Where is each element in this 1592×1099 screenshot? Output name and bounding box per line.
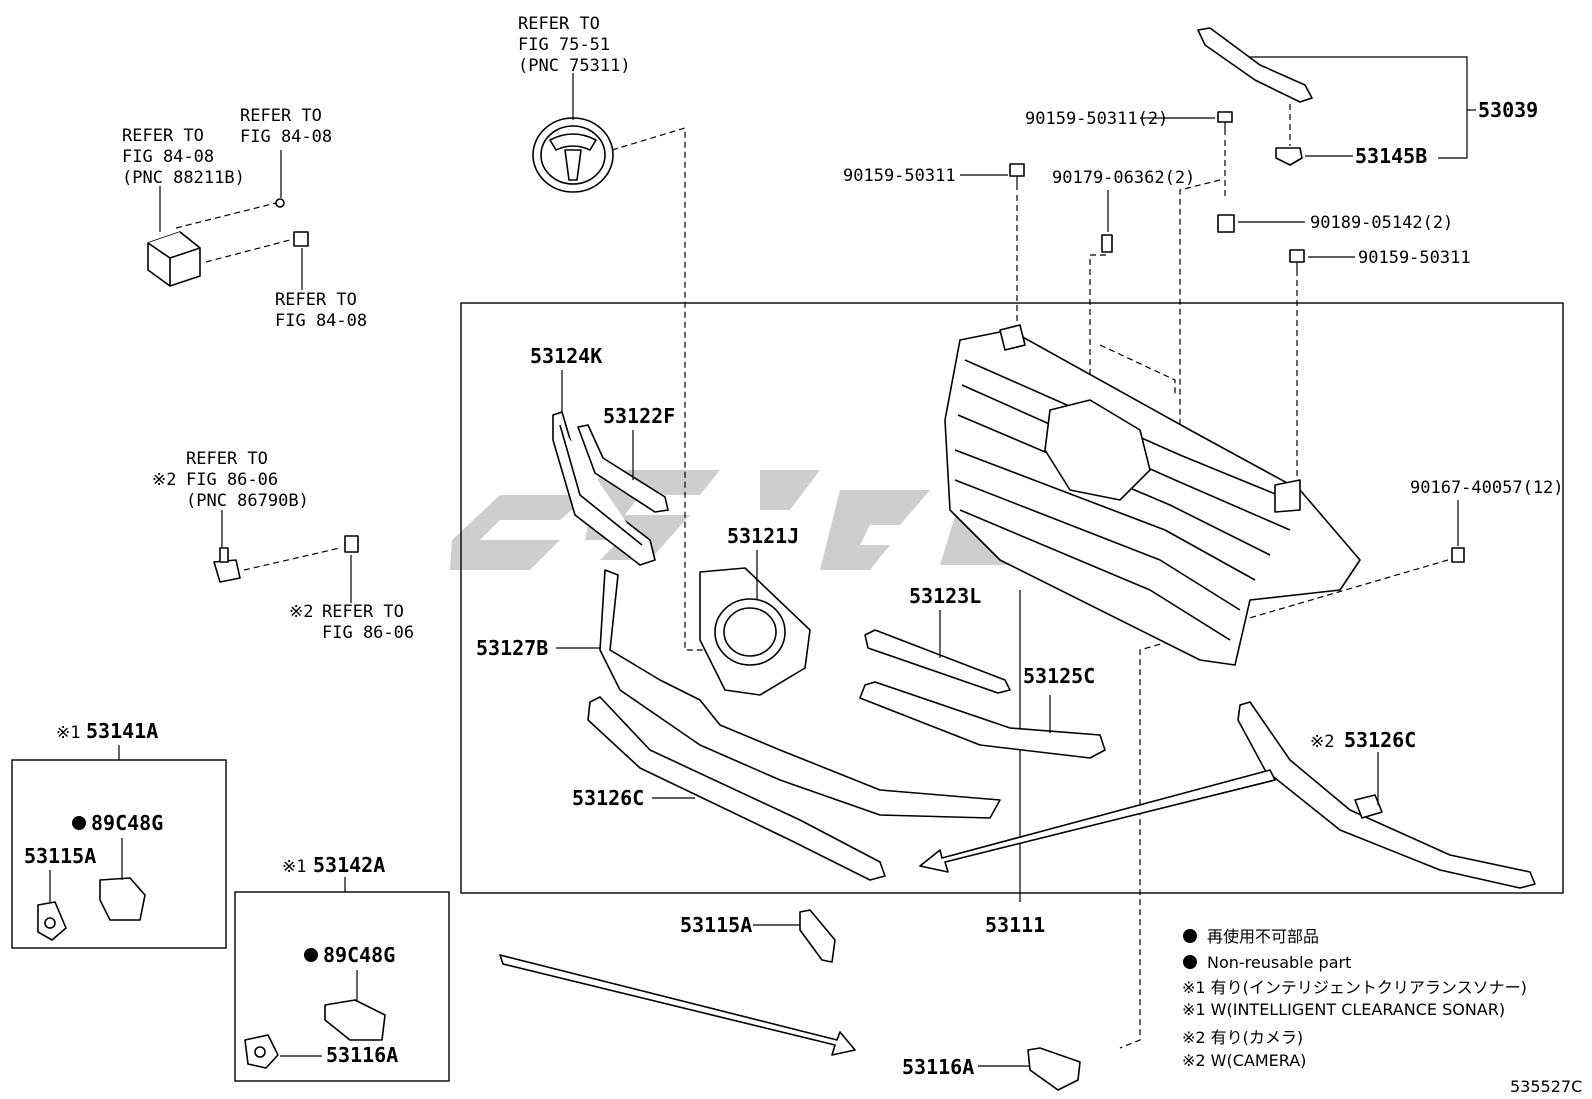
legend-non-reusable-jp: 再使用不可部品	[1207, 927, 1319, 946]
refer-camera-line3: (PNC 86790B)	[186, 491, 309, 511]
legend-note1-jp: ※1 有り(インテリジェントクリアランスソナー)	[1182, 978, 1527, 997]
camera-bracket-part	[244, 970, 386, 1069]
label-53125C: 53125C	[1023, 664, 1095, 688]
emblem-part	[532, 73, 713, 651]
diagram-code: 535527C	[1510, 1077, 1582, 1096]
bracket-53116A-part	[978, 1047, 1081, 1091]
label-53116A-box: 53116A	[326, 1043, 398, 1067]
refer-camera-bolt-line1: REFER TO	[322, 602, 404, 622]
refer-sensor-bolt-top-line2: FIG 84-08	[240, 127, 332, 147]
label-53126C-right-mark: ※2	[1310, 732, 1334, 752]
refer-emblem-line2: FIG 75-51	[518, 35, 610, 55]
molding-53122F-part	[577, 424, 669, 513]
label-53142A-mark: ※1	[282, 857, 306, 877]
label-53141A: 53141A	[86, 719, 158, 743]
refer-camera-bolt-line2: FIG 86-06	[322, 623, 414, 643]
label-53126C-left: 53126C	[572, 786, 644, 810]
radiator-grille-part	[944, 324, 1361, 902]
label-53122F: 53122F	[603, 404, 675, 428]
refer-sensor-line1: REFER TO	[122, 126, 204, 146]
label-53116A: 53116A	[902, 1055, 974, 1079]
label-89C48G-2: 89C48G	[323, 943, 395, 967]
refer-camera-mark: ※2	[152, 470, 176, 490]
legend-note2-jp: ※2 有り(カメラ)	[1182, 1028, 1303, 1047]
refer-sensor-line2: FIG 84-08	[122, 147, 214, 167]
molding-53126C-right-part	[1237, 701, 1536, 889]
label-53111: 53111	[985, 913, 1045, 937]
molding-53126C-left-part	[587, 696, 886, 881]
legend: 再使用不可部品 Non-reusable part ※1 有り(インテリジェント…	[1182, 927, 1527, 1070]
upper-molding-part	[1197, 27, 1476, 166]
option-box-53142A	[234, 891, 450, 1082]
label-90159-50311-2: 90159-50311(2)	[1025, 109, 1168, 129]
refer-sensor-bolt-bottom-line1: REFER TO	[275, 290, 357, 310]
label-53141A-mark: ※1	[56, 723, 80, 743]
label-53121J: 53121J	[727, 524, 799, 548]
refer-emblem-line1: REFER TO	[518, 14, 600, 34]
refer-camera-bolt-mark: ※2	[289, 602, 313, 622]
legend-note2-en: ※2 W(CAMERA)	[1182, 1051, 1306, 1070]
refer-sensor-bolt-bottom-line2: FIG 84-08	[275, 311, 367, 331]
refer-camera-line2: FIG 86-06	[186, 470, 278, 490]
radar-sensor-part	[147, 150, 309, 290]
assembly-boundary-box	[460, 302, 1564, 894]
label-53127B: 53127B	[476, 636, 548, 660]
sensor-bracket-part	[37, 838, 146, 941]
non-reusable-bullet-icon	[1183, 955, 1197, 969]
label-90159-50311-a: 90159-50311	[843, 166, 956, 186]
label-53126C-right: 53126C	[1344, 728, 1416, 752]
label-53039: 53039	[1478, 98, 1538, 122]
label-90159-50311-b: 90159-50311	[1358, 248, 1471, 268]
label-90179-06362-2: 90179-06362(2)	[1052, 168, 1195, 188]
molding-53123L-part	[864, 610, 1011, 694]
refer-camera-line1: REFER TO	[186, 449, 268, 469]
molding-53125C-part	[859, 681, 1106, 759]
label-90167-40057-12: 90167-40057(12)	[1410, 478, 1564, 498]
label-53145B: 53145B	[1355, 144, 1427, 168]
filled-circle-icon	[304, 948, 318, 962]
label-53123L: 53123L	[909, 584, 981, 608]
direction-arrow-right-to-left	[919, 769, 1276, 873]
non-reusable-bullet-icon	[1183, 929, 1197, 943]
label-89C48G-1: 89C48G	[91, 811, 163, 835]
refer-emblem-line3: (PNC 75311)	[518, 56, 631, 76]
direction-arrow-left-to-right	[499, 954, 856, 1056]
molding-53124K-part	[552, 370, 656, 566]
bracket-53115A-part	[753, 909, 836, 963]
label-53124K: 53124K	[530, 344, 602, 368]
legend-non-reusable-en: Non-reusable part	[1207, 953, 1351, 972]
label-53115A-box: 53115A	[24, 844, 96, 868]
refer-sensor-bolt-top-line1: REFER TO	[240, 106, 322, 126]
label-53115A: 53115A	[680, 913, 752, 937]
camera-part	[213, 510, 359, 603]
fog-cover-53121J-part	[699, 550, 811, 696]
label-90189-05142-2: 90189-05142(2)	[1310, 213, 1453, 233]
legend-note1-en: ※1 W(INTELLIGENT CLEARANCE SONAR)	[1182, 1000, 1505, 1019]
filled-circle-icon	[72, 816, 86, 830]
label-53142A: 53142A	[313, 853, 385, 877]
refer-sensor-line3: (PNC 88211B)	[122, 168, 245, 188]
lower-molding-53127B-part	[556, 569, 1001, 819]
